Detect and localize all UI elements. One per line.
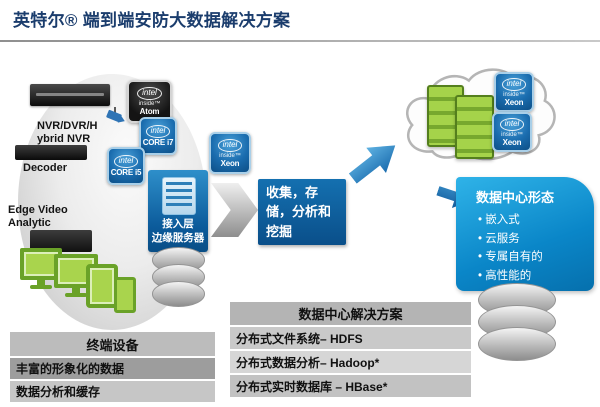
nvr-label: NVR/DVR/Hybrid NVR (37, 120, 98, 146)
chip-sub-label: inside™ (138, 101, 161, 107)
table-row: 分布式文件系统– HDFS (228, 327, 473, 351)
edge-server-box: 接入层 边缘服务器 (148, 170, 208, 252)
intel-logo: intel (145, 125, 171, 138)
chip-sub-label: inside™ (501, 131, 523, 138)
intel-core-i5-chip: intel CORE i5 (107, 147, 145, 185)
terminal-devices-table: 终端设备 丰富的形象化的数据 数据分析和缓存 (8, 330, 217, 404)
table-row: 分布式数据分析– Hadoop* (228, 351, 473, 375)
table-row: 数据分析和缓存 (8, 381, 217, 404)
decoder-label: Decoder (23, 162, 68, 174)
monitor-stand (37, 280, 45, 285)
list-item: 云服务 (478, 230, 594, 249)
intel-xeon-chip: intel inside™ Xeon (209, 132, 251, 174)
edge-video-analytic-label: Edge Video Analytic (8, 204, 68, 230)
phone-icon (114, 277, 136, 313)
decoder-device-image (15, 145, 87, 160)
chip-sub-label: inside™ (219, 152, 241, 159)
table-header: 终端设备 (8, 330, 217, 358)
chip-name-label: Xeon (504, 97, 524, 107)
intel-xeon-chip: intel inside™ Xeon (494, 72, 534, 112)
collect-label: 收集，存储，分析和挖掘 (266, 184, 332, 239)
collect-store-analyze-box: 收集，存储，分析和挖掘 (258, 179, 346, 245)
edge-server-label: 接入层 边缘服务器 (148, 217, 208, 245)
intel-logo: intel (501, 77, 527, 91)
chip-name-label: Xeon (220, 158, 240, 168)
camera-lens (117, 115, 127, 125)
datacenter-solutions-table: 数据中心解决方案 分布式文件系统– HDFS 分布式数据分析– Hadoop* … (228, 300, 473, 399)
chip-name-label: Xeon (502, 137, 522, 147)
database-icon-mid (152, 247, 205, 307)
title-divider (0, 40, 600, 42)
datacenter-forms-box: 数据中心形态 嵌入式 云服务 专属自有的 高性能的 (456, 177, 594, 291)
intel-atom-chip: intel inside™ Atom (127, 80, 172, 123)
database-disk (478, 327, 556, 361)
monitor-screen (20, 248, 62, 280)
intel-logo: intel (113, 155, 139, 168)
monitor-icon (20, 248, 62, 289)
intel-logo: intel (217, 138, 243, 152)
intel-logo: intel (137, 87, 162, 100)
edge-analytic-device-image (30, 230, 92, 252)
database-icon-right (478, 283, 556, 361)
datacenter-forms-list: 嵌入式 云服务 专属自有的 高性能的 (478, 211, 594, 286)
chip-sub-label: inside™ (503, 91, 525, 98)
list-item: 专属自有的 (478, 248, 594, 267)
page-title: 英特尔® 端到端安防大数据解决方案 (13, 11, 291, 30)
edge-server-label-line2: 边缘服务器 (151, 232, 205, 245)
nvr-device-image (30, 84, 110, 106)
table-header: 数据中心解决方案 (228, 300, 473, 327)
edge-server-label-line1: 接入层 (162, 218, 194, 230)
table-row: 分布式实时数据库 – HBase* (228, 375, 473, 399)
list-item: 高性能的 (478, 267, 594, 286)
intel-logo: intel (499, 117, 525, 131)
monitor-base (30, 285, 52, 289)
camera-mount (114, 107, 116, 113)
server-stack-icon (162, 177, 196, 215)
table-row: 丰富的形象化的数据 (8, 358, 217, 381)
monitor-stand (72, 288, 80, 293)
intel-xeon-chip: intel inside™ Xeon (492, 112, 532, 152)
chip-name-label: Atom (139, 107, 160, 116)
database-disk (152, 281, 205, 307)
list-item: 嵌入式 (478, 211, 594, 230)
arrow-to-cloud-icon (343, 133, 405, 191)
cloud-server-rack-icon (455, 95, 494, 159)
datacenter-forms-title: 数据中心形态 (476, 190, 555, 205)
cctv-camera-icon (105, 107, 129, 127)
flow-chevron-icon (211, 183, 258, 237)
intel-core-i7-chip: intel CORE i7 (139, 117, 177, 155)
monitor-base (65, 293, 87, 297)
chip-name-label: CORE i5 (110, 168, 142, 177)
chip-name-label: CORE i7 (142, 138, 174, 147)
